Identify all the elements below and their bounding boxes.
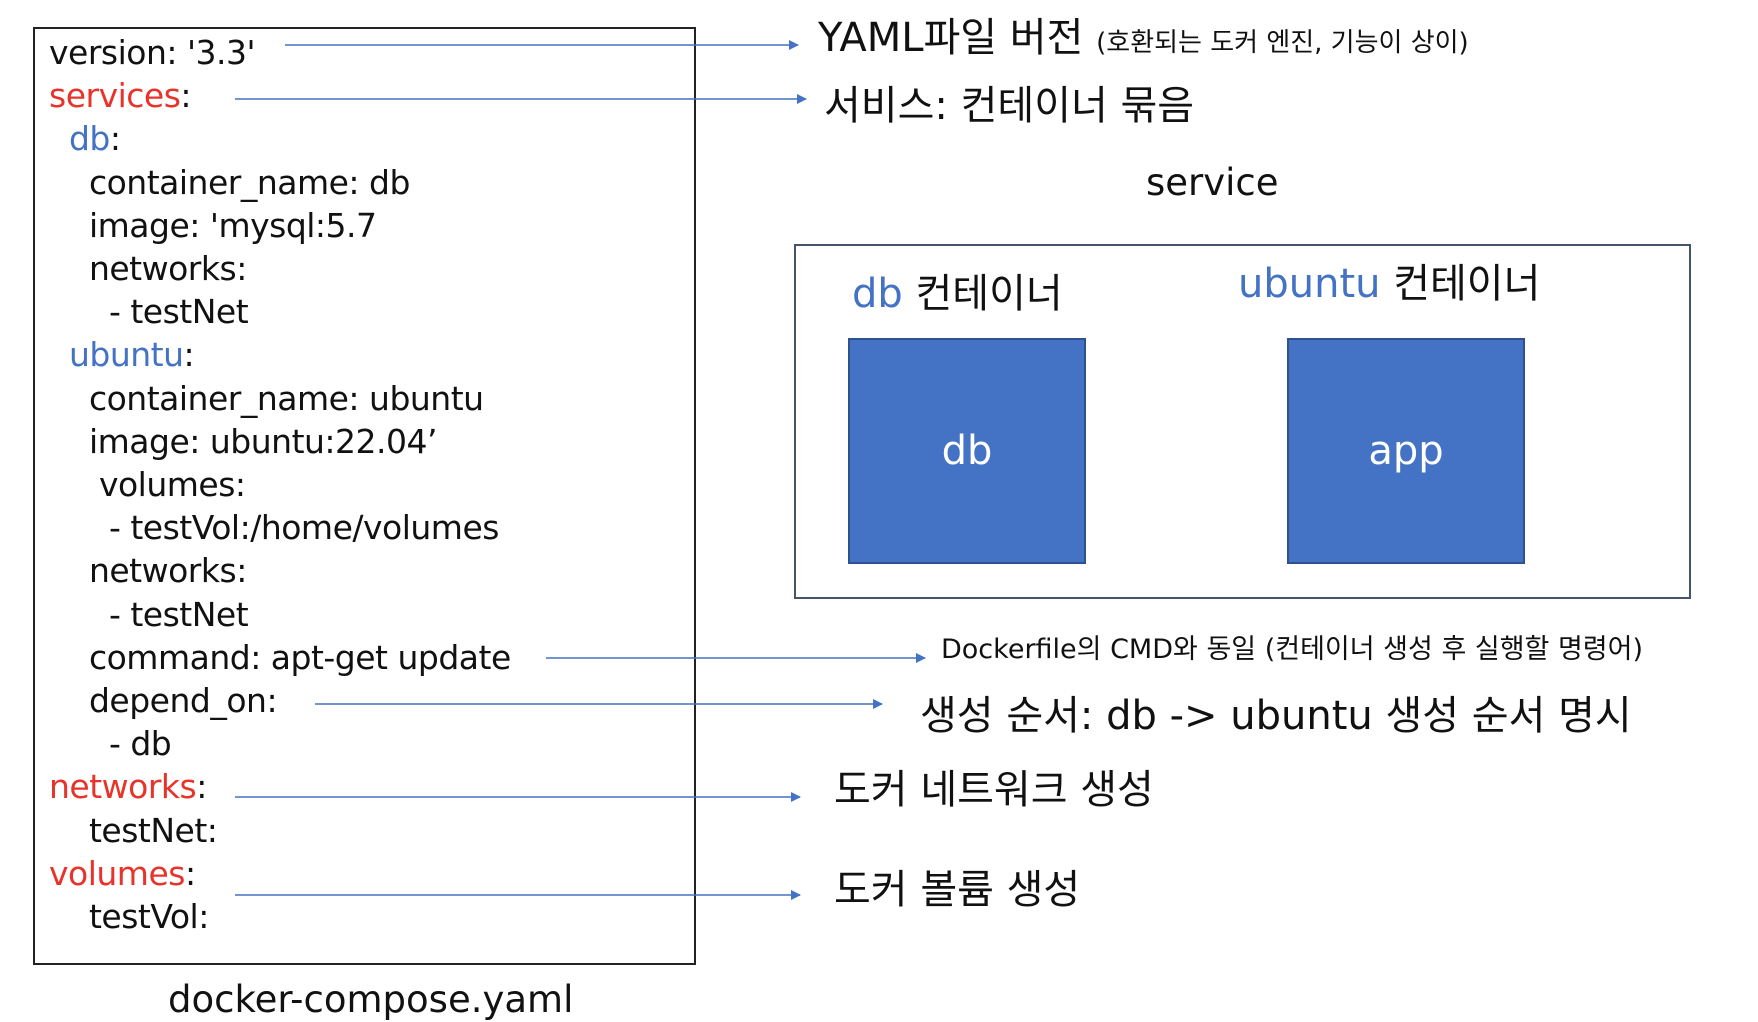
yaml-line: - db xyxy=(49,724,172,764)
yaml-line-key: ubuntu xyxy=(68,335,184,375)
yaml-line-value: : xyxy=(236,249,247,288)
yaml-line-key: depend_on xyxy=(88,681,267,720)
db-container-label: db 컨테이너 xyxy=(852,269,1063,319)
service-title: service xyxy=(1146,161,1279,204)
yaml-line: services: xyxy=(49,76,192,116)
yaml-line-key: services xyxy=(49,76,181,116)
annotation-depend-on: 생성 순서: db -> ubuntu 생성 순서 명시 xyxy=(920,693,1632,739)
yaml-line-value: : ubuntu:22.04’ xyxy=(189,421,437,461)
yaml-line-value: : xyxy=(234,465,246,504)
yaml-line-key: volumes xyxy=(49,853,185,893)
annotation-yaml-version: YAML파일 버전 (호환되는 도커 엔진, 기능이 상이) xyxy=(818,14,1469,67)
yaml-line-key: command xyxy=(88,637,251,677)
yaml-line: volumes: xyxy=(49,465,246,505)
yaml-code-box: version: '3.3'services: db: container_na… xyxy=(33,27,696,965)
yaml-line: depend_on: xyxy=(49,681,278,721)
yaml-line-key: db xyxy=(68,119,110,159)
yaml-line: - testVol:/home/volumes xyxy=(49,508,500,548)
db-container-box: db xyxy=(848,338,1086,564)
yaml-line-key: - testVol:/home/volumes xyxy=(108,508,500,548)
annotation-networks: 도커 네트워크 생성 xyxy=(834,767,1154,813)
yaml-line: networks: xyxy=(49,551,247,591)
annotation-yaml-version-title: YAML파일 버전 xyxy=(818,15,1084,61)
yaml-line: command: apt-get update xyxy=(49,638,511,678)
yaml-line-key: volumes xyxy=(98,465,235,504)
service-group-box xyxy=(794,244,1691,599)
yaml-line-value: : xyxy=(236,551,247,591)
annotation-volumes: 도커 볼륨 생성 xyxy=(834,867,1081,913)
app-container-box: app xyxy=(1287,338,1525,564)
yaml-line-value: : xyxy=(184,853,196,893)
db-container-box-label: db xyxy=(941,428,993,474)
yaml-line-value: : xyxy=(266,681,278,720)
annotation-yaml-version-note: (호환되는 도커 엔진, 기능이 상이) xyxy=(1096,28,1469,58)
yaml-line-value: : xyxy=(183,335,195,375)
yaml-line-value: : xyxy=(206,810,218,850)
app-container-box-label: app xyxy=(1368,428,1444,474)
db-container-word: 컨테이너 xyxy=(902,271,1063,317)
yaml-line-key: container_name xyxy=(88,162,349,202)
annotation-command: Dockerfile의 CMD와 동일 (컨테이너 생성 후 실행할 명령어) xyxy=(941,634,1644,665)
yaml-line: networks: xyxy=(49,767,207,807)
yaml-line-key: image xyxy=(88,421,190,461)
yaml-line: version: '3.3' xyxy=(49,33,256,73)
yaml-line-key: version xyxy=(49,33,167,72)
yaml-line-key: - db xyxy=(108,724,172,764)
yaml-line-key: networks xyxy=(88,551,237,591)
yaml-line: volumes: xyxy=(49,854,196,894)
yaml-line-value: : apt-get update xyxy=(250,637,511,677)
yaml-line-key: container_name xyxy=(88,378,349,418)
ubuntu-container-label: ubuntu 컨테이너 xyxy=(1238,259,1540,309)
yaml-line-value: : '3.3' xyxy=(166,33,256,72)
yaml-line-value: : xyxy=(180,76,192,116)
yaml-line: testNet: xyxy=(49,810,218,851)
yaml-line: image: ubuntu:22.04’ xyxy=(49,421,438,462)
yaml-line: db: xyxy=(49,119,121,159)
yaml-line: testVol: xyxy=(49,897,209,937)
yaml-line: container_name: db xyxy=(49,163,410,203)
ubuntu-container-word: 컨테이너 xyxy=(1380,261,1541,307)
yaml-line: - testNet xyxy=(49,594,249,635)
yaml-line-value: : db xyxy=(348,162,410,202)
yaml-line: image: 'mysql:5.7 xyxy=(49,206,377,246)
yaml-line-value: : ubuntu xyxy=(348,378,484,418)
yaml-line-key: image xyxy=(88,205,190,245)
yaml-line-key: - testNet xyxy=(108,594,249,634)
yaml-line-key: networks xyxy=(88,249,237,288)
yaml-line: container_name: ubuntu xyxy=(49,379,484,419)
yaml-line-key: - testNet xyxy=(108,292,249,332)
yaml-line-key: networks xyxy=(49,767,197,807)
db-container-name: db xyxy=(852,271,903,317)
yaml-line: ubuntu: xyxy=(49,335,195,375)
yaml-file-caption: docker-compose.yaml xyxy=(168,978,574,1021)
yaml-line-value: : 'mysql:5.7 xyxy=(189,205,377,245)
yaml-line-value: : xyxy=(198,897,209,936)
ubuntu-container-name: ubuntu xyxy=(1238,261,1381,307)
yaml-line-value: : xyxy=(196,767,207,807)
yaml-line: networks: xyxy=(49,249,247,289)
yaml-line: - testNet xyxy=(49,292,249,332)
yaml-line-value: : xyxy=(109,119,121,159)
annotation-services: 서비스: 컨테이너 묶음 xyxy=(824,83,1195,129)
yaml-line-key: testNet xyxy=(88,810,207,850)
yaml-line-key: testVol xyxy=(88,897,199,936)
